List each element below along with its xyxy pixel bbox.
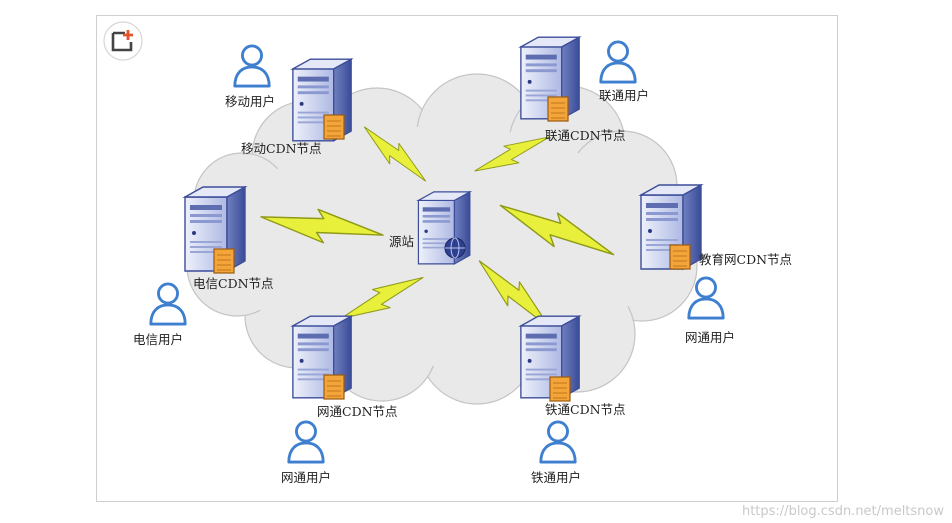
user-icon	[149, 282, 187, 326]
node-label: 教育网CDN节点	[699, 252, 792, 267]
cdn-node-unicom: 联通CDN节点	[520, 36, 626, 143]
user-railcom: 铁通用户	[531, 420, 581, 485]
storage-icon	[323, 114, 345, 140]
origin-server: 源站	[389, 191, 471, 265]
storage-icon	[547, 96, 569, 122]
storage-icon	[669, 244, 691, 270]
user-label: 网通用户	[685, 330, 735, 345]
cdn-node-edu: 教育网CDN节点	[640, 184, 792, 270]
storage-icon	[323, 374, 345, 400]
node-label: 电信CDN节点	[193, 276, 274, 291]
cdn-network-diagram: 源站 移动CDN节点 移动用户 联通CDN节点 联通用户 电信CDN节点	[103, 21, 792, 485]
user-label: 铁通用户	[531, 470, 581, 485]
storage-icon	[549, 376, 571, 402]
globe-icon	[444, 237, 466, 259]
node-label: 网通CDN节点	[317, 404, 398, 419]
user-label: 电信用户	[133, 332, 183, 347]
user-icon	[287, 420, 325, 464]
user-icon	[599, 40, 637, 84]
diagram-frame: 源站 移动CDN节点 移动用户 联通CDN节点 联通用户 电信CDN节点	[96, 15, 838, 502]
user-icon	[233, 44, 271, 88]
watermark-text: https://blog.csdn.net/meltsnow	[741, 504, 944, 519]
user-telecom: 电信用户	[133, 282, 187, 347]
cdn-node-mobile: 移动CDN节点	[241, 58, 352, 156]
user-label: 移动用户	[225, 94, 275, 109]
cdn-node-netcom: 网通CDN节点	[292, 315, 398, 419]
origin-label: 源站	[389, 234, 414, 249]
user-edu: 网通用户	[685, 276, 735, 345]
user-icon	[539, 420, 577, 464]
node-label: 移动CDN节点	[241, 141, 322, 156]
user-mobile: 移动用户	[225, 44, 275, 109]
node-label: 铁通CDN节点	[545, 402, 626, 417]
cdn-node-railcom: 铁通CDN节点	[520, 315, 626, 417]
cdn-node-telecom: 电信CDN节点	[184, 186, 274, 291]
user-netcom: 网通用户	[281, 420, 331, 485]
node-label: 联通CDN节点	[545, 128, 626, 143]
user-label: 网通用户	[281, 470, 331, 485]
add-page-icon[interactable]	[103, 21, 143, 61]
user-label: 联通用户	[599, 88, 649, 103]
user-unicom: 联通用户	[599, 40, 649, 103]
storage-icon	[213, 248, 235, 274]
